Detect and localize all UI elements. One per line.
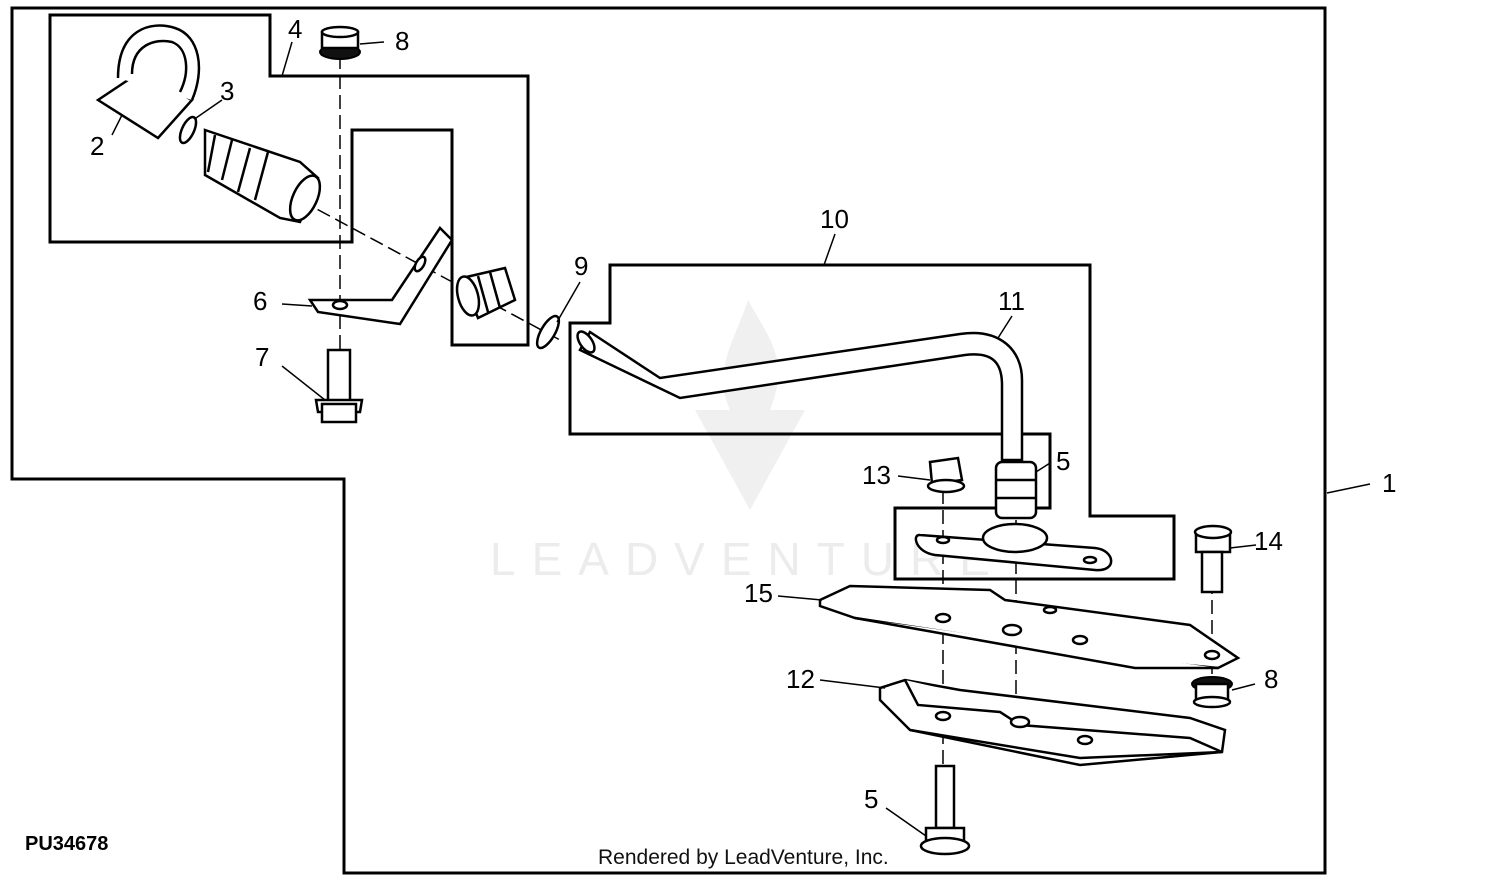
callout-10: 10 bbox=[820, 204, 849, 234]
watermark: LEADVENTURE bbox=[490, 300, 1006, 585]
watermark-text: LEADVENTURE bbox=[490, 533, 1006, 585]
part-8-nut-bottom bbox=[1191, 676, 1233, 709]
callout-11: 11 bbox=[998, 286, 1025, 316]
callout-7: 7 bbox=[255, 342, 269, 372]
part-3-oring bbox=[178, 115, 198, 145]
group-box-10 bbox=[568, 263, 1176, 581]
callout-labels: 1 2 3 4 5 5 6 7 8 8 9 10 11 12 13 14 15 bbox=[90, 14, 1396, 814]
part-7-bolt bbox=[314, 348, 364, 424]
callout-9: 9 bbox=[574, 251, 588, 281]
part-fitting bbox=[455, 266, 517, 320]
callout-8-bottom: 8 bbox=[1264, 664, 1278, 694]
callout-1: 1 bbox=[1382, 468, 1396, 498]
callout-3: 3 bbox=[220, 76, 234, 106]
callout-8-top: 8 bbox=[395, 26, 409, 56]
callout-15: 15 bbox=[744, 578, 773, 608]
part-15-plate bbox=[818, 584, 1241, 670]
part-14-bolt bbox=[1193, 524, 1233, 594]
part-2-clamp bbox=[95, 24, 201, 140]
part-mounting-plate bbox=[914, 522, 1113, 572]
part-9-washer bbox=[535, 314, 561, 350]
credit-text: Rendered by LeadVenture, Inc. bbox=[598, 846, 889, 869]
watermark-logo-icon bbox=[695, 300, 805, 510]
part-6-bracket bbox=[307, 226, 454, 326]
callout-4: 4 bbox=[288, 14, 302, 44]
callout-2: 2 bbox=[90, 131, 104, 161]
part-12-bracket bbox=[878, 678, 1227, 767]
part-13-nut bbox=[926, 456, 966, 494]
callout-12: 12 bbox=[786, 664, 815, 694]
part-5-bolt-bottom bbox=[919, 764, 971, 856]
callout-14: 14 bbox=[1254, 526, 1283, 556]
callout-5-bottom: 5 bbox=[864, 784, 878, 814]
part-11-tube bbox=[576, 330, 1024, 462]
callout-13: 13 bbox=[862, 460, 891, 490]
part-8-nut-top bbox=[319, 25, 361, 60]
part-quick-coupler bbox=[203, 128, 322, 224]
callout-5-top: 5 bbox=[1056, 446, 1070, 476]
callout-6: 6 bbox=[253, 286, 267, 316]
leader-lines bbox=[111, 41, 1371, 837]
part-5-fitting-top bbox=[994, 460, 1038, 520]
figure-id: PU34678 bbox=[25, 833, 108, 855]
group-box-4 bbox=[48, 13, 530, 347]
assembly-border bbox=[10, 6, 1327, 875]
